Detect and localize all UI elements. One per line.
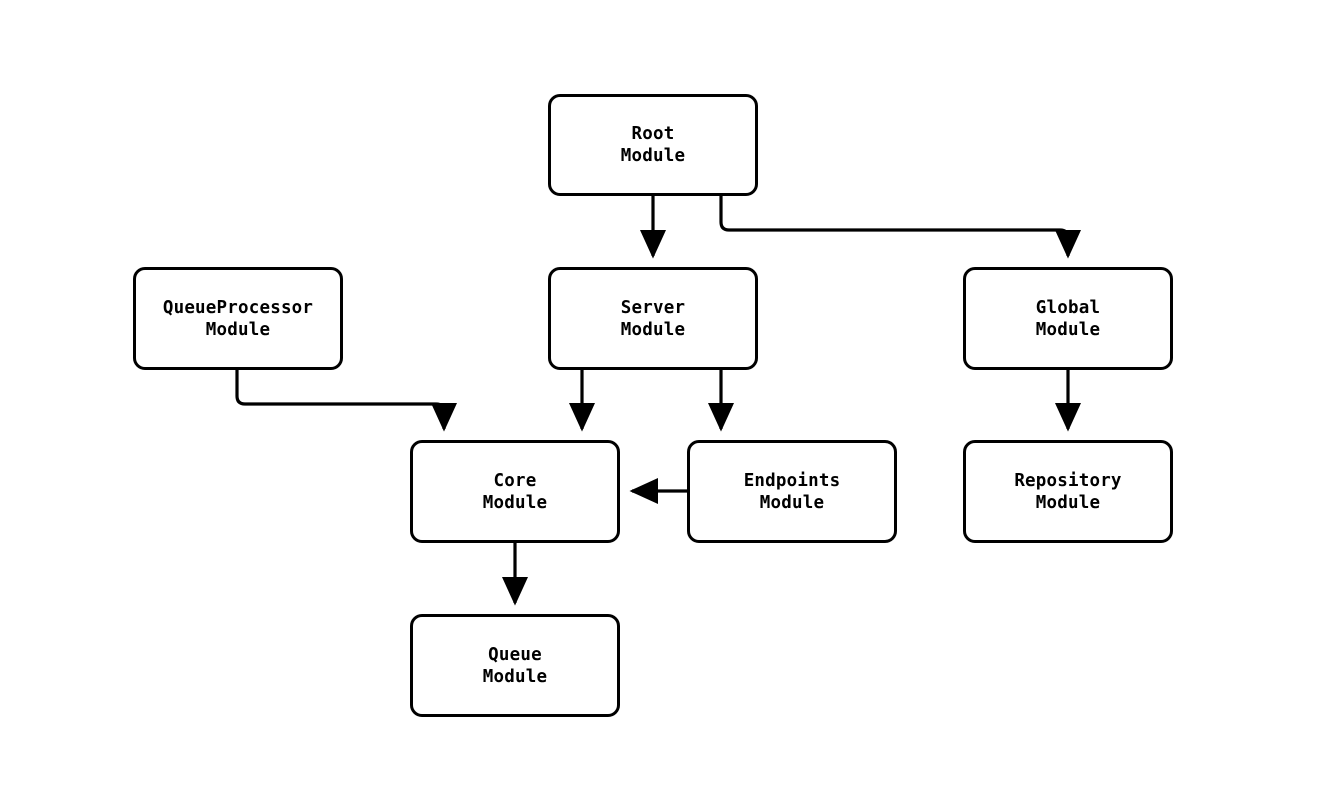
node-endpoints-label: Endpoints Module — [743, 470, 841, 513]
edge-queueprocessor-core — [235, 370, 458, 432]
node-core-label: Core Module — [482, 470, 548, 513]
node-root-label: Root Module — [620, 124, 686, 166]
node-repository[interactable]: Repository Module — [963, 440, 1173, 543]
edge-root-global — [719, 196, 1082, 259]
node-global-label: Global Module — [1035, 297, 1101, 340]
node-endpoints[interactable]: Endpoints Module — [687, 440, 897, 543]
node-root[interactable]: Root Module — [548, 94, 758, 196]
node-global[interactable]: Global Module — [963, 267, 1173, 370]
node-queue-label: Queue Module — [482, 644, 548, 687]
node-queueprocessor[interactable]: QueueProcessor Module — [133, 267, 343, 370]
node-server-label: Server Module — [620, 297, 686, 340]
node-server[interactable]: Server Module — [548, 267, 758, 370]
node-queue[interactable]: Queue Module — [410, 614, 620, 717]
edge-group — [235, 196, 1082, 606]
node-queueprocessor-label: QueueProcessor Module — [162, 297, 314, 340]
node-repository-label: Repository Module — [1014, 470, 1122, 513]
node-core[interactable]: Core Module — [410, 440, 620, 543]
